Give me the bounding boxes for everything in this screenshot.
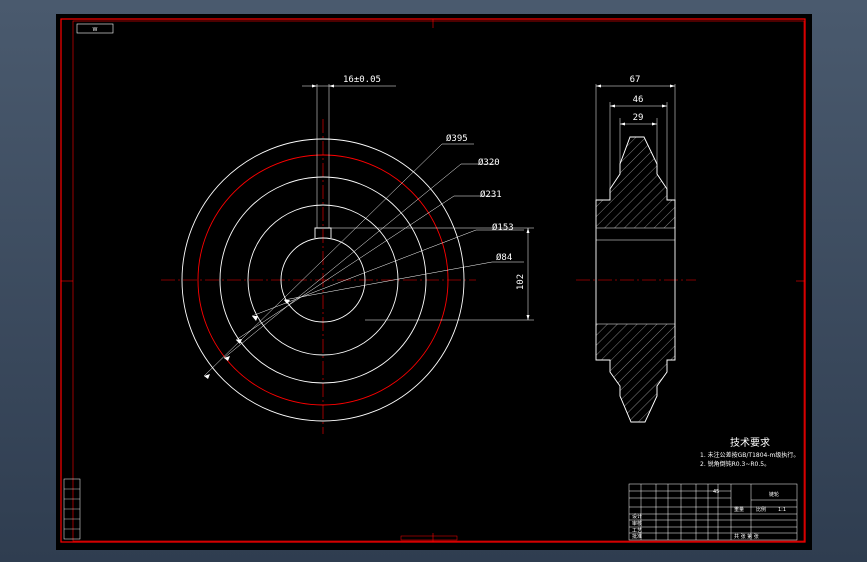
inner-frame: [72, 20, 805, 542]
corner-code: W: [93, 27, 98, 33]
frame-center-marks: [61, 19, 805, 542]
bore-diameter-label: Ø84: [496, 252, 512, 263]
keyway-depth-label: 102: [516, 274, 526, 290]
side-section-view: 67 46 29: [576, 75, 696, 423]
tech-requirement-1: 1. 未注公差按GB/T1804-m级执行。: [700, 451, 799, 459]
hub-circle: [247, 204, 399, 356]
bottom-ruler: [400, 535, 458, 541]
title-block: [628, 483, 798, 541]
outer-frame: [60, 18, 806, 543]
keyway-width-label: 16±0.05: [343, 75, 381, 85]
hub-diameter-label: Ø153: [492, 222, 514, 233]
title-block-text: 45 链轮 设计 审核 工艺 批准 重量 比例 1:1 共 张 第 张: [632, 489, 786, 540]
scale-value: 1:1: [778, 507, 786, 513]
root-circle: [219, 176, 427, 384]
binding-strip: [63, 478, 81, 540]
rim-width-label: 29: [633, 113, 644, 123]
approve-label: 批准: [632, 533, 642, 540]
engineering-drawing: W 16±0.05: [60, 18, 806, 543]
process-label: 工艺: [632, 528, 642, 534]
outer-diameter-label: Ø395: [446, 133, 468, 144]
front-view: 16±0.05 Ø395 Ø320 Ø231 Ø153 Ø84: [161, 75, 534, 434]
total-width-label: 67: [630, 75, 641, 85]
tech-requirements: 技术要求 1. 未注公差按GB/T1804-m级执行。 2. 锐角倒钝R0.3~…: [700, 436, 799, 468]
part-name: 链轮: [769, 491, 779, 498]
sheet-label: 共 张 第 张: [734, 533, 759, 540]
designer-label: 设计: [632, 513, 642, 520]
hub-width-label: 46: [633, 95, 644, 105]
tech-requirement-2: 2. 锐角倒钝R0.3~R0.5。: [700, 460, 770, 468]
scale-label: 比例: [756, 506, 766, 513]
pitch-circle: [197, 154, 449, 406]
material-value: 45: [713, 489, 719, 495]
pitch-diameter-label: Ø320: [478, 157, 500, 168]
drawing-sheet: W 16±0.05: [56, 14, 812, 550]
checker-label: 审核: [632, 520, 642, 527]
tech-requirements-title: 技术要求: [730, 436, 770, 449]
keyway: [314, 227, 332, 238]
corner-code-box: [76, 23, 114, 34]
weight-label: 重量: [734, 506, 744, 513]
bore-circle: [280, 237, 366, 323]
root-diameter-label: Ø231: [480, 189, 502, 200]
outer-circle: [181, 138, 465, 422]
